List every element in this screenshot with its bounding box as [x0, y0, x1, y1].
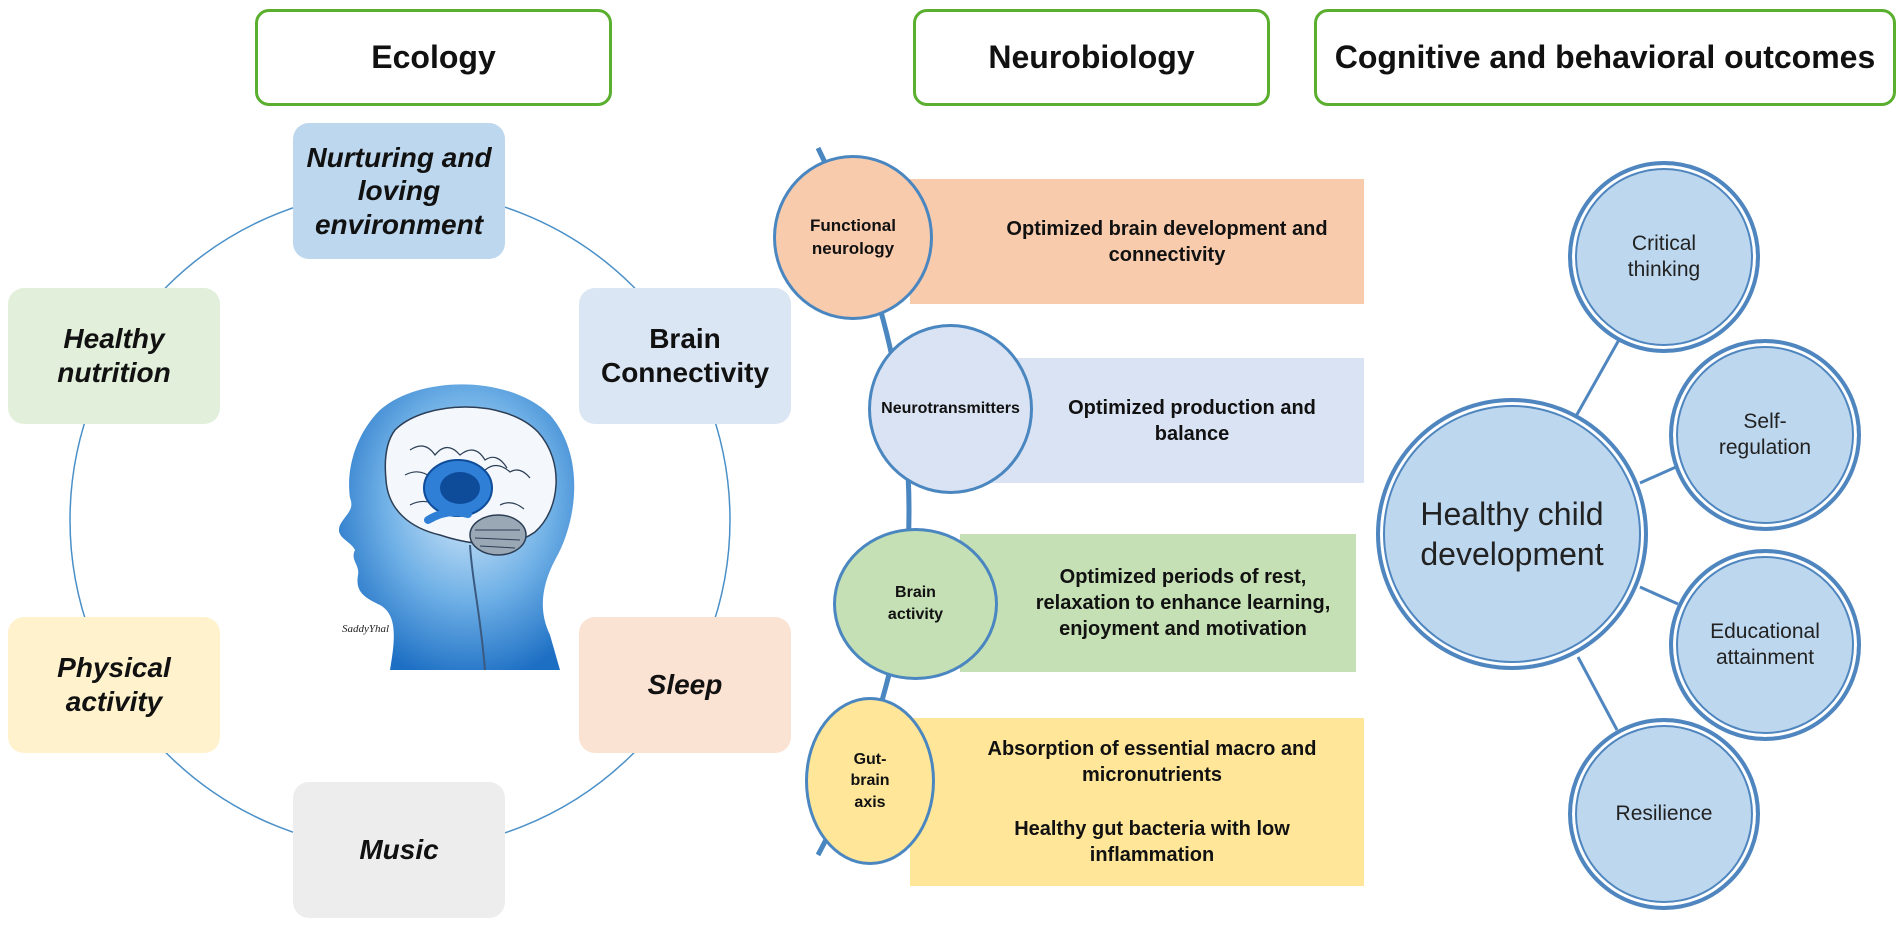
circle-educational-attainment: Educational attainment [1669, 549, 1861, 741]
band-brain-activity: Optimized periods of rest, relaxation to… [960, 534, 1356, 672]
header-outcomes: Cognitive and behavioral outcomes [1314, 9, 1896, 106]
outcome-link-education [1639, 585, 1679, 606]
circle-resilience: Resilience [1568, 718, 1760, 910]
eco-box-healthy-nutrition: Healthy nutrition [8, 288, 220, 424]
circle-critical-thinking: Critical thinking [1568, 161, 1760, 353]
child-brain-illustration: SaddyYhal [310, 370, 580, 680]
gut-brain-text-absorption: Absorption of essential macro and micron… [987, 738, 1317, 786]
circle-brain-activity: Brain activity [833, 528, 998, 680]
circle-healthy-child-development: Healthy child development [1376, 398, 1648, 670]
band-gut-brain: Absorption of essential macro and micron… [910, 718, 1364, 886]
eco-box-physical-activity: Physical activity [8, 617, 220, 753]
band-neurotransmitters: Optimized production and balance [990, 358, 1364, 483]
outcome-link-critical [1573, 337, 1622, 419]
eco-box-nurturing: Nurturing and loving environment [293, 123, 505, 259]
circle-functional-neurology: Functional neurology [773, 155, 933, 320]
band-functional-neurology: Optimized brain development and connecti… [910, 179, 1364, 304]
header-ecology: Ecology [255, 9, 612, 106]
header-neurobiology: Neurobiology [913, 9, 1270, 106]
circle-self-regulation: Self-regulation [1669, 339, 1861, 531]
eco-box-sleep: Sleep [579, 617, 791, 753]
circle-gut-brain-axis: Gut-brain axis [805, 697, 935, 865]
signature-text: SaddyYhal [342, 623, 389, 635]
outcome-link-resilience [1576, 656, 1619, 731]
eco-box-music: Music [293, 782, 505, 918]
gut-brain-text-bacteria: Healthy gut bacteria with low inflammati… [1014, 818, 1290, 866]
circle-neurotransmitters: Neurotransmitters [868, 324, 1033, 494]
outcome-link-self [1639, 465, 1677, 485]
eco-box-brain-connectivity: Brain Connectivity [579, 288, 791, 424]
